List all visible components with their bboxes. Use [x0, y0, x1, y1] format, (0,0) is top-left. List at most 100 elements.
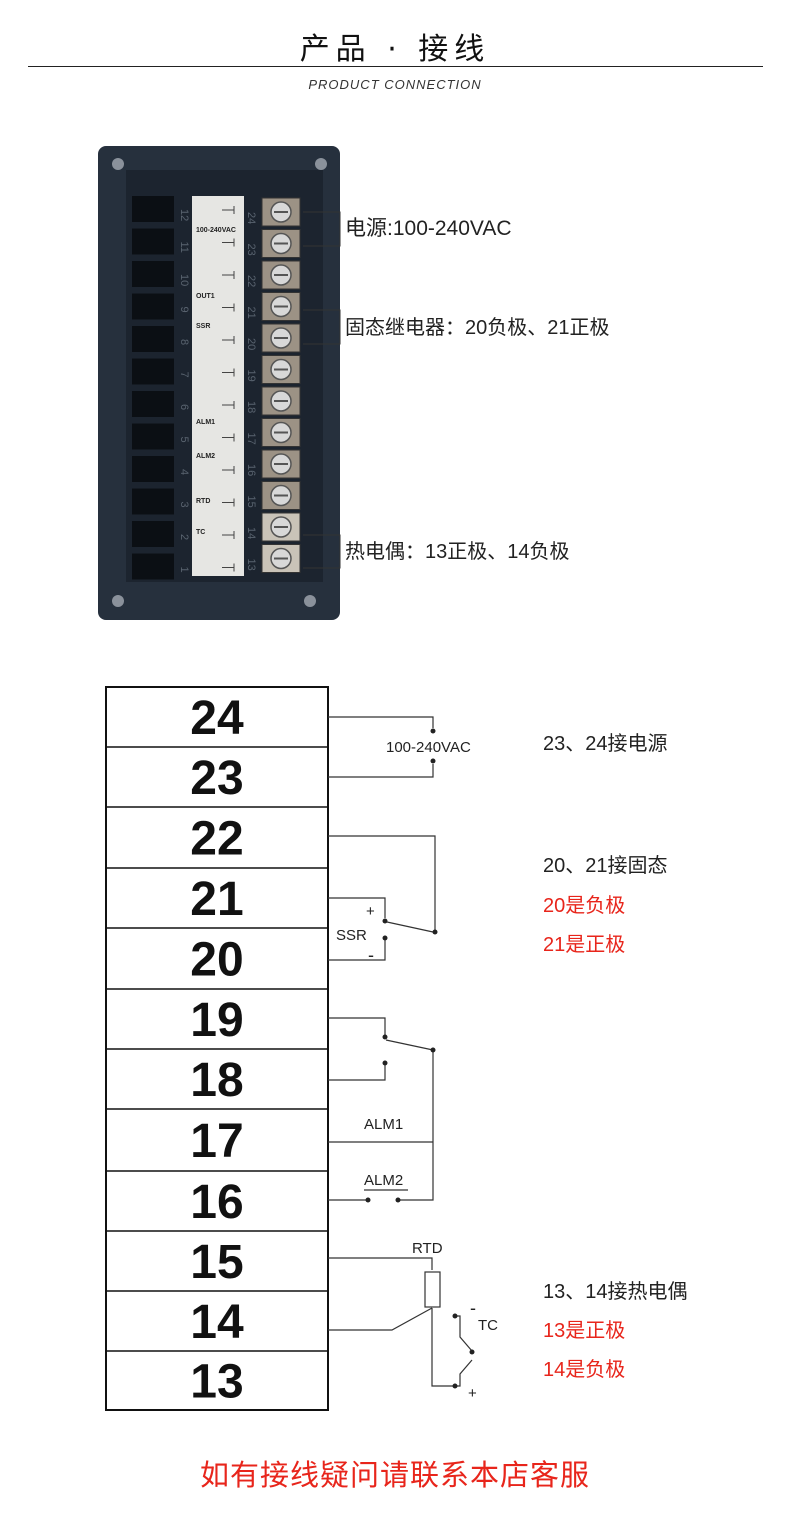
callout-ssr: 固态继电器：20负极、21正极: [303, 309, 610, 345]
rtd-resistor-icon: [424, 1271, 441, 1308]
terminal-slot: [132, 228, 174, 255]
card-label: 100-240VAC: [196, 227, 236, 234]
terminal-number: 19: [245, 370, 257, 382]
terminal-number: 23: [190, 752, 243, 805]
wiring-diagram: 24 23 22 21 20 19 18 17 16 15 14 13 100-240VAC SSR: [105, 686, 688, 1411]
terminal-slot: [132, 391, 174, 417]
left-terminal-numbers: 12 11 10 9 8 7 6 5 4 3 2 1: [178, 209, 190, 573]
svg-text:ALM2: ALM2: [364, 1172, 403, 1189]
svg-text:电源:100-240VAC: 电源:100-240VAC: [345, 217, 512, 240]
terminal-number: 24: [245, 212, 257, 224]
terminal-number: 19: [190, 994, 243, 1047]
terminal-slot: [132, 326, 174, 352]
svg-text:-: -: [470, 1298, 476, 1318]
right-terminal-numbers: 24 23 22 21 20 19 18 17 16 15 14 13: [245, 212, 257, 571]
callout-power: 电源:100-240VAC: [303, 211, 512, 247]
svg-text:14是负极: 14是负极: [543, 1358, 625, 1381]
terminal-number: 14: [245, 527, 257, 539]
card-label: ALM1: [196, 419, 215, 426]
terminal-number: 10: [178, 274, 190, 286]
terminal-number: 20: [245, 338, 257, 350]
terminal-number: 14: [190, 1296, 244, 1349]
terminal-slot: [132, 553, 174, 580]
svg-text:SSR: SSR: [336, 927, 367, 944]
page-title: 产品 · 接线: [299, 32, 491, 67]
svg-text:+: +: [366, 903, 375, 920]
svg-text:21是正极: 21是正极: [543, 933, 625, 956]
card-label: SSR: [196, 323, 210, 330]
label-card: [192, 196, 244, 576]
terminal-number: 22: [245, 275, 257, 287]
card-label: RTD: [196, 498, 210, 505]
header-divider: [28, 66, 763, 67]
svg-text:-: -: [368, 945, 374, 965]
screw-icon: [112, 595, 124, 607]
terminal-number: 9: [178, 307, 190, 313]
terminal-number: 4: [178, 469, 190, 475]
right-terminal-screws: [261, 197, 301, 573]
terminal-number: 18: [245, 401, 257, 413]
svg-text:热电偶：13正极、14负极: 热电偶：13正极、14负极: [345, 540, 570, 563]
screw-icon: [112, 158, 124, 170]
terminal-number: 8: [178, 339, 190, 345]
terminal-number: 13: [245, 559, 257, 571]
terminal-number: 24: [190, 692, 244, 745]
terminal-number: 11: [178, 242, 190, 253]
callout-thermocouple: 热电偶：13正极、14负极: [303, 534, 570, 569]
screw-icon: [304, 595, 316, 607]
terminal-number: 17: [190, 1115, 243, 1168]
terminal-number: 22: [190, 813, 243, 866]
terminal-number: 18: [190, 1054, 243, 1107]
terminal-number: 16: [245, 464, 257, 476]
terminal-number: 5: [178, 437, 190, 443]
terminal-number: 20: [190, 934, 243, 987]
wiring-lines: [328, 716, 473, 1387]
terminal-number: 15: [245, 496, 257, 508]
footer-contact-note: 如有接线疑问请联系本店客服: [199, 1458, 590, 1492]
terminal-number: 21: [190, 873, 243, 926]
terminal-number: 16: [190, 1176, 243, 1229]
terminal-number: 13: [190, 1356, 243, 1409]
terminal-number: 21: [245, 307, 257, 319]
svg-text:20、21接固态: 20、21接固态: [543, 854, 668, 877]
svg-text:100-240VAC: 100-240VAC: [386, 739, 471, 756]
svg-text:23、24接电源: 23、24接电源: [543, 732, 668, 755]
terminal-number: 12: [178, 209, 190, 221]
card-label: ALM2: [196, 453, 215, 460]
terminal-table: 24 23 22 21 20 19 18 17 16 15 14 13: [105, 686, 329, 1411]
card-label: TC: [196, 529, 205, 536]
terminal-slot: [132, 358, 174, 385]
terminal-number: 1: [178, 567, 190, 573]
terminal-number: 3: [178, 502, 190, 508]
terminal-number: 17: [245, 433, 257, 445]
terminal-number: 15: [190, 1236, 243, 1289]
card-label: OUT1: [196, 293, 215, 300]
terminal-slot: [132, 521, 174, 547]
terminal-number: 2: [178, 534, 190, 540]
svg-text:+: +: [468, 1385, 477, 1402]
terminal-number: 23: [245, 244, 257, 256]
terminal-slot: [132, 456, 174, 482]
svg-text:20是负极: 20是负极: [543, 894, 625, 917]
terminal-number: 6: [178, 404, 190, 410]
svg-text:RTD: RTD: [412, 1240, 443, 1257]
svg-text:13是正极: 13是正极: [543, 1319, 625, 1342]
terminal-slot: [132, 261, 174, 287]
terminal-slot: [132, 488, 174, 515]
terminal-slot: [132, 423, 174, 450]
terminal-slot: [132, 293, 174, 320]
page-subtitle: PRODUCT CONNECTION: [308, 77, 482, 92]
left-terminal-slots: [132, 196, 174, 580]
screw-icon: [315, 158, 327, 170]
terminal-slot: [132, 196, 174, 222]
svg-text:固态继电器：20负极、21正极: 固态继电器：20负极、21正极: [345, 316, 610, 339]
svg-text:ALM1: ALM1: [364, 1116, 403, 1133]
diagram-labels: 100-240VAC SSR + - ALM1 ALM2 RTD TC - +: [336, 739, 498, 1402]
wiring-nodes: [365, 728, 475, 1389]
wiring-notes: 23、24接电源 20、21接固态 20是负极 21是正极 13、14接热电偶 …: [543, 732, 688, 1381]
terminal-number: 7: [178, 372, 190, 378]
svg-text:TC: TC: [478, 1317, 498, 1334]
svg-text:13、14接热电偶: 13、14接热电偶: [543, 1280, 688, 1303]
